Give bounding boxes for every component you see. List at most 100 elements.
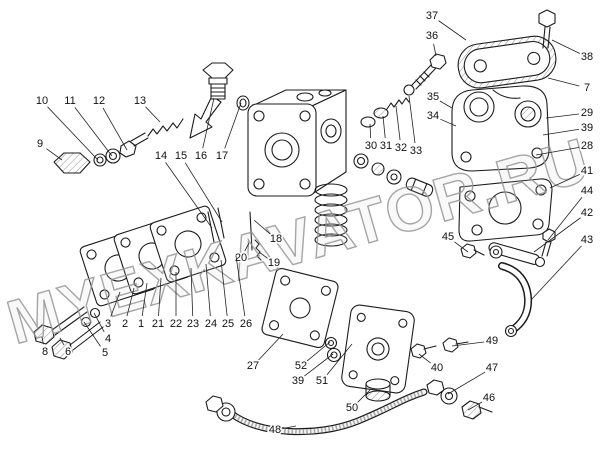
return-spring <box>314 183 348 247</box>
callout-number: 27 <box>247 360 259 372</box>
leader-line <box>542 128 580 136</box>
callout-number: 26 <box>240 318 252 330</box>
callout-19: 19 <box>258 251 282 271</box>
callout-40: 40 <box>418 353 445 376</box>
leader-line <box>110 291 121 317</box>
callout-5: 5 <box>83 321 110 361</box>
leader-line <box>205 263 211 317</box>
leader-line <box>46 148 63 161</box>
callout-43: 43 <box>530 233 595 301</box>
callout-number: 12 <box>93 95 105 107</box>
lever-linkage <box>460 228 556 338</box>
leader-line <box>408 95 416 144</box>
leader-line <box>369 123 372 139</box>
callout-39: 39 <box>290 353 334 389</box>
callout-6: 6 <box>59 337 73 360</box>
callout-number: 5 <box>102 347 108 359</box>
threaded-plug <box>202 62 250 111</box>
leader-line <box>282 425 297 429</box>
callout-50: 50 <box>344 389 371 416</box>
callout-9: 9 <box>35 137 63 161</box>
callout-number: 33 <box>410 145 422 157</box>
leader-line <box>438 20 467 41</box>
leader-line <box>447 371 486 395</box>
leader-line <box>258 333 284 361</box>
callout-number: 35 <box>427 91 439 103</box>
mounting-bolts <box>33 306 104 360</box>
leader-line <box>235 255 246 317</box>
leader-line <box>326 343 353 376</box>
callout-44: 44 <box>547 184 595 241</box>
leader-line <box>102 107 128 151</box>
leader-line <box>83 321 101 347</box>
callout-number: 39 <box>292 375 304 387</box>
callout-52: 52 <box>293 341 331 374</box>
leader-line <box>454 241 469 253</box>
callout-35: 35 <box>425 90 453 109</box>
leader-line <box>547 197 583 241</box>
leader-line <box>467 401 483 411</box>
callout-47: 47 <box>447 361 500 395</box>
callout-2: 2 <box>120 287 135 332</box>
callout-23: 23 <box>185 267 201 332</box>
leader-line <box>545 113 580 119</box>
leader-line <box>258 251 268 259</box>
leader-line <box>145 106 161 123</box>
gasket-plate <box>458 178 553 242</box>
callout-17: 17 <box>214 102 242 164</box>
callout-41: 41 <box>549 164 595 189</box>
callout-27: 27 <box>245 333 284 374</box>
main-valve-body <box>247 89 347 197</box>
callout-number: 42 <box>581 207 593 219</box>
callout-number: 30 <box>365 140 377 152</box>
callout-46: 46 <box>467 391 497 411</box>
callout-15: 15 <box>173 149 223 223</box>
callout-number: 41 <box>581 165 593 177</box>
callout-33: 33 <box>408 95 424 159</box>
leader-line <box>253 219 271 235</box>
valve-internals <box>353 153 434 197</box>
callout-number: 11 <box>64 95 75 107</box>
callout-37: 37 <box>424 9 467 41</box>
leader-line <box>549 173 580 189</box>
leader-line <box>126 287 135 317</box>
callout-13: 13 <box>132 94 161 123</box>
callout-number: 46 <box>483 392 495 404</box>
leader-line <box>533 217 581 253</box>
callout-number: 17 <box>216 150 228 162</box>
flange-plate-stack <box>79 205 227 307</box>
callout-number: 23 <box>187 318 199 330</box>
callout-number: 31 <box>380 140 392 152</box>
callout-14: 14 <box>153 149 213 229</box>
leader-line <box>395 105 401 141</box>
callout-number: 39 <box>581 122 593 134</box>
side-cover-plate <box>341 304 469 402</box>
callout-51: 51 <box>314 343 353 389</box>
callout-number: 44 <box>581 185 593 197</box>
leader-line <box>547 77 580 87</box>
callout-number: 24 <box>205 318 217 330</box>
callout-number: 36 <box>426 30 438 42</box>
callout-39: 39 <box>542 121 595 136</box>
callout-1: 1 <box>136 282 148 332</box>
callout-25: 25 <box>220 259 236 332</box>
callout-number: 7 <box>584 82 590 94</box>
callout-7: 7 <box>547 77 592 96</box>
callout-number: 21 <box>152 318 164 330</box>
callout-number: 29 <box>581 107 593 119</box>
callout-number: 43 <box>581 234 593 246</box>
callout-number: 38 <box>581 51 593 63</box>
leader-line <box>158 277 162 317</box>
leader-line <box>220 259 228 317</box>
leader-line <box>202 97 215 149</box>
leader-line <box>47 106 99 161</box>
callout-number: 4 <box>105 333 111 345</box>
callout-number: 14 <box>155 150 167 162</box>
callout-number: 9 <box>37 138 43 150</box>
callout-number: 19 <box>268 257 280 269</box>
callout-36: 36 <box>424 29 440 57</box>
leader-line <box>224 102 242 149</box>
needle-valve-parts <box>249 211 262 261</box>
leader-line <box>141 282 148 317</box>
